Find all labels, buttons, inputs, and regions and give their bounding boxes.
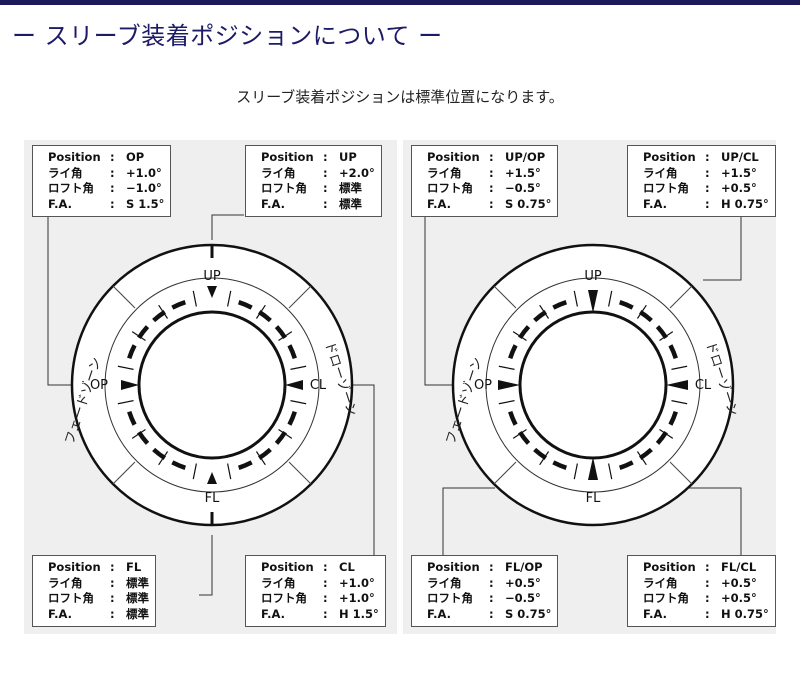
- position-tick-arc: [668, 344, 678, 360]
- position-tick-arc: [274, 325, 287, 340]
- spec-box-up: Position:UP ライ角:+2.0° ロフト角:標準 F.A.:標準: [245, 145, 382, 217]
- right-position-ticks: [498, 290, 688, 480]
- position-tick-arc: [127, 344, 137, 360]
- position-tick-mark: [636, 451, 647, 466]
- position-tick-arc: [518, 325, 531, 340]
- position-tick-arc: [508, 344, 518, 360]
- position-tick-mark: [278, 428, 293, 439]
- left-ring: [70, 243, 354, 527]
- position-tick-arc: [668, 410, 678, 426]
- position-tick-arc: [152, 310, 167, 323]
- position-tick-mark: [671, 365, 688, 370]
- left-ring-diagram: UP FL OP CL フェードゾーン ドローゾーン: [47, 214, 375, 596]
- right-connector-lines: [424, 215, 742, 560]
- top-accent-bar: [0, 0, 800, 5]
- spec-box-fl-op: Position:FL/OP ライ角:+0.5° ロフト角:−0.5° F.A.…: [411, 555, 559, 627]
- position-tick-arc: [618, 300, 634, 310]
- left-diagram-panel: UP FL OP CL フェードゾーン ドローゾーン Position:OP ラ…: [24, 140, 397, 634]
- position-tick-mark: [255, 304, 266, 319]
- left-up-label: UP: [203, 269, 221, 284]
- right-diagram-panel: UP FL OP CL フェードゾーン ドローゾーン Position:UP/O…: [403, 140, 776, 634]
- position-tick-arc: [518, 430, 531, 445]
- position-tick-arc: [237, 300, 253, 310]
- position-tick-mark: [608, 463, 613, 480]
- position-tick-arc: [274, 430, 287, 445]
- position-tick-mark: [659, 428, 674, 439]
- position-tick-arc: [237, 460, 253, 470]
- right-ring-diagram: UP FL OP CL フェードゾーン ドローゾーン: [424, 215, 742, 560]
- position-tick-mark: [255, 451, 266, 466]
- position-tick-arc: [171, 460, 187, 470]
- spec-box-up-op: Position:UP/OP ライ角:+1.5° ロフト角:−0.5° F.A.…: [411, 145, 559, 217]
- position-tick-mark: [117, 365, 134, 370]
- position-tick-mark: [290, 400, 307, 405]
- right-op-label: OP: [474, 378, 492, 393]
- page-subtitle: スリーブ装着ポジションは標準位置になります。: [236, 88, 564, 106]
- position-tick-mark: [158, 451, 169, 466]
- left-op-label: OP: [90, 378, 108, 393]
- position-tick-arc: [287, 344, 297, 360]
- position-tick-mark: [512, 428, 527, 439]
- position-tick-arc: [638, 447, 653, 460]
- position-tick-arc: [638, 310, 653, 323]
- position-tick-arc: [552, 460, 568, 470]
- position-tick-mark: [192, 290, 197, 307]
- position-tick-arc: [257, 447, 272, 460]
- position-tick-arc: [127, 410, 137, 426]
- right-fl-label: FL: [586, 491, 601, 506]
- position-tick-mark: [131, 428, 146, 439]
- position-tick-arc: [257, 310, 272, 323]
- left-position-ticks: [117, 290, 307, 480]
- position-tick-arc: [287, 410, 297, 426]
- spec-box-fl-cl: Position:FL/CL ライ角:+0.5° ロフト角:+0.5° F.A.…: [627, 555, 776, 627]
- position-tick-arc: [137, 430, 150, 445]
- position-tick-mark: [671, 400, 688, 405]
- position-tick-mark: [290, 365, 307, 370]
- left-cl-label: CL: [310, 378, 327, 393]
- position-tick-arc: [552, 300, 568, 310]
- position-tick-mark: [539, 304, 550, 319]
- position-tick-mark: [131, 331, 146, 342]
- position-tick-arc: [171, 300, 187, 310]
- left-arrow-markers: [121, 286, 303, 484]
- spec-box-op: Position:OP ライ角:+1.0° ロフト角:−1.0° F.A.:S …: [32, 145, 172, 217]
- position-tick-arc: [618, 460, 634, 470]
- position-tick-mark: [227, 290, 232, 307]
- position-tick-mark: [512, 331, 527, 342]
- position-tick-arc: [655, 430, 668, 445]
- left-fl-label: FL: [205, 491, 220, 506]
- position-tick-arc: [655, 325, 668, 340]
- position-tick-arc: [137, 325, 150, 340]
- position-tick-arc: [508, 410, 518, 426]
- position-tick-mark: [636, 304, 647, 319]
- position-tick-mark: [573, 463, 578, 480]
- position-tick-mark: [608, 290, 613, 307]
- position-tick-mark: [659, 331, 674, 342]
- position-tick-arc: [533, 310, 548, 323]
- position-tick-mark: [539, 451, 550, 466]
- page-title: ー スリーブ装着ポジションについて ー: [12, 22, 443, 50]
- position-tick-mark: [227, 463, 232, 480]
- spec-box-fl: Position:FL ライ角:標準 ロフト角:標準 F.A.:標準: [32, 555, 156, 627]
- right-up-label: UP: [584, 269, 602, 284]
- position-tick-mark: [498, 400, 515, 405]
- position-tick-arc: [152, 447, 167, 460]
- right-arrow-markers: [498, 290, 688, 480]
- position-tick-mark: [278, 331, 293, 342]
- spec-box-up-cl: Position:UP/CL ライ角:+1.5° ロフト角:+0.5° F.A.…: [627, 145, 776, 217]
- right-cl-label: CL: [695, 378, 712, 393]
- spec-box-cl: Position:CL ライ角:+1.0° ロフト角:+1.0° F.A.:H …: [245, 555, 386, 627]
- position-tick-mark: [117, 400, 134, 405]
- position-tick-mark: [158, 304, 169, 319]
- position-tick-arc: [533, 447, 548, 460]
- position-tick-mark: [498, 365, 515, 370]
- right-ring: [451, 243, 735, 527]
- position-tick-mark: [192, 463, 197, 480]
- position-tick-mark: [573, 290, 578, 307]
